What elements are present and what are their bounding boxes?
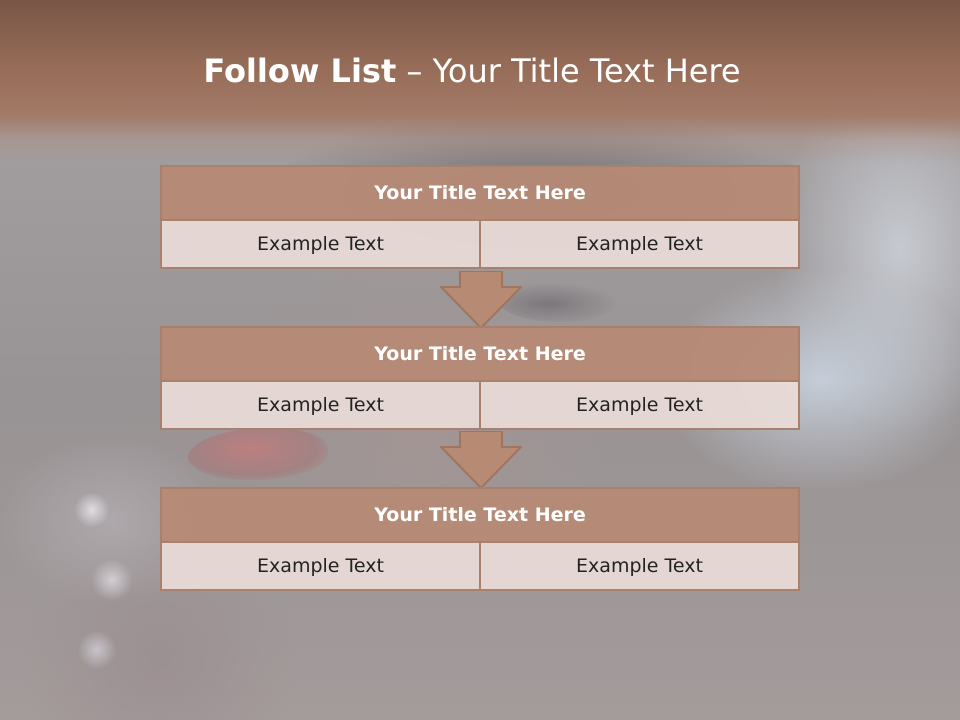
header-band	[0, 0, 960, 165]
panel-1: Your Title Text Here Example Text Exampl…	[160, 165, 800, 269]
panel-title: Your Title Text Here	[160, 165, 800, 221]
background-earring	[62, 470, 152, 690]
panel-title: Your Title Text Here	[160, 326, 800, 382]
slide-title-rest: – Your Title Text Here	[396, 52, 741, 90]
panel-2: Your Title Text Here Example Text Exampl…	[160, 326, 800, 430]
background-lips	[188, 428, 328, 480]
slide-title: Follow List – Your Title Text Here	[0, 52, 944, 90]
down-arrow-icon	[440, 271, 522, 329]
panel-row: Example Text Example Text	[160, 543, 800, 591]
panel-3: Your Title Text Here Example Text Exampl…	[160, 487, 800, 591]
down-arrow-icon	[440, 431, 522, 489]
panel-cell-left: Example Text	[160, 382, 481, 430]
panel-cell-right: Example Text	[479, 543, 800, 591]
panel-cell-right: Example Text	[479, 221, 800, 269]
slide-title-bold: Follow List	[203, 52, 397, 90]
panel-cell-right: Example Text	[479, 382, 800, 430]
panel-cell-left: Example Text	[160, 543, 481, 591]
panel-row: Example Text Example Text	[160, 382, 800, 430]
panel-cell-left: Example Text	[160, 221, 481, 269]
panel-row: Example Text Example Text	[160, 221, 800, 269]
panel-title: Your Title Text Here	[160, 487, 800, 543]
